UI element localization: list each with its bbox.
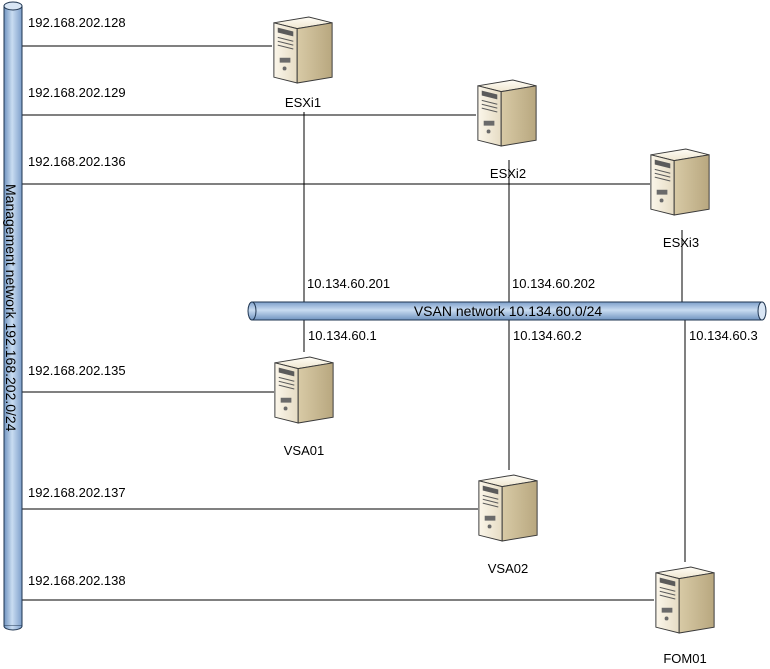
vsan-ip-vsa01: 10.134.60.1 xyxy=(308,328,377,343)
management-network-bus: Management network 192.168.202.0/24 xyxy=(3,1,23,631)
mgmt-ip-esxi1: 192.168.202.128 xyxy=(28,15,126,30)
vsan-network-label: VSAN network 10.134.60.0/24 xyxy=(414,303,603,319)
vsan-ip-labels: 10.134.60.201 10.134.60.202 10.134.60.1 … xyxy=(307,276,758,343)
server-icon xyxy=(655,566,715,634)
mgmt-ip-fom01: 192.168.202.138 xyxy=(28,573,126,588)
node-label: VSA01 xyxy=(284,443,324,458)
server-icon xyxy=(478,474,538,542)
mgmt-ip-esxi2: 192.168.202.129 xyxy=(28,85,126,100)
node-esxi3: ESXi3 xyxy=(650,148,710,250)
node-label: FOM01 xyxy=(663,651,706,666)
mgmt-ip-vsa01: 192.168.202.135 xyxy=(28,363,126,378)
management-links xyxy=(22,45,654,601)
node-label: ESXi2 xyxy=(490,166,526,181)
server-icon xyxy=(477,79,537,147)
vsan-links xyxy=(303,112,686,562)
node-fom01: FOM01 xyxy=(655,566,715,666)
server-icon xyxy=(273,16,333,84)
node-esxi2: ESXi2 xyxy=(477,79,537,181)
management-network-label: Management network 192.168.202.0/24 xyxy=(3,184,19,432)
server-icon xyxy=(650,148,710,216)
vsan-ip-esxi1: 10.134.60.201 xyxy=(307,276,390,291)
node-label: ESXi1 xyxy=(285,95,321,110)
node-vsa02: VSA02 xyxy=(478,474,538,576)
node-vsa01: VSA01 xyxy=(274,356,334,458)
mgmt-ip-esxi3: 192.168.202.136 xyxy=(28,154,126,169)
node-label: ESXi3 xyxy=(663,235,699,250)
vsan-ip-fom01: 10.134.60.3 xyxy=(689,328,758,343)
server-icon xyxy=(274,356,334,424)
management-ip-labels: 192.168.202.128 192.168.202.129 192.168.… xyxy=(28,15,126,588)
vsan-ip-esxi2: 10.134.60.202 xyxy=(512,276,595,291)
vsan-ip-vsa02: 10.134.60.2 xyxy=(513,328,582,343)
node-label: VSA02 xyxy=(488,561,528,576)
vsan-network-bus: VSAN network 10.134.60.0/24 xyxy=(247,301,767,321)
node-esxi1: ESXi1 xyxy=(273,16,333,110)
mgmt-ip-vsa02: 192.168.202.137 xyxy=(28,485,126,500)
